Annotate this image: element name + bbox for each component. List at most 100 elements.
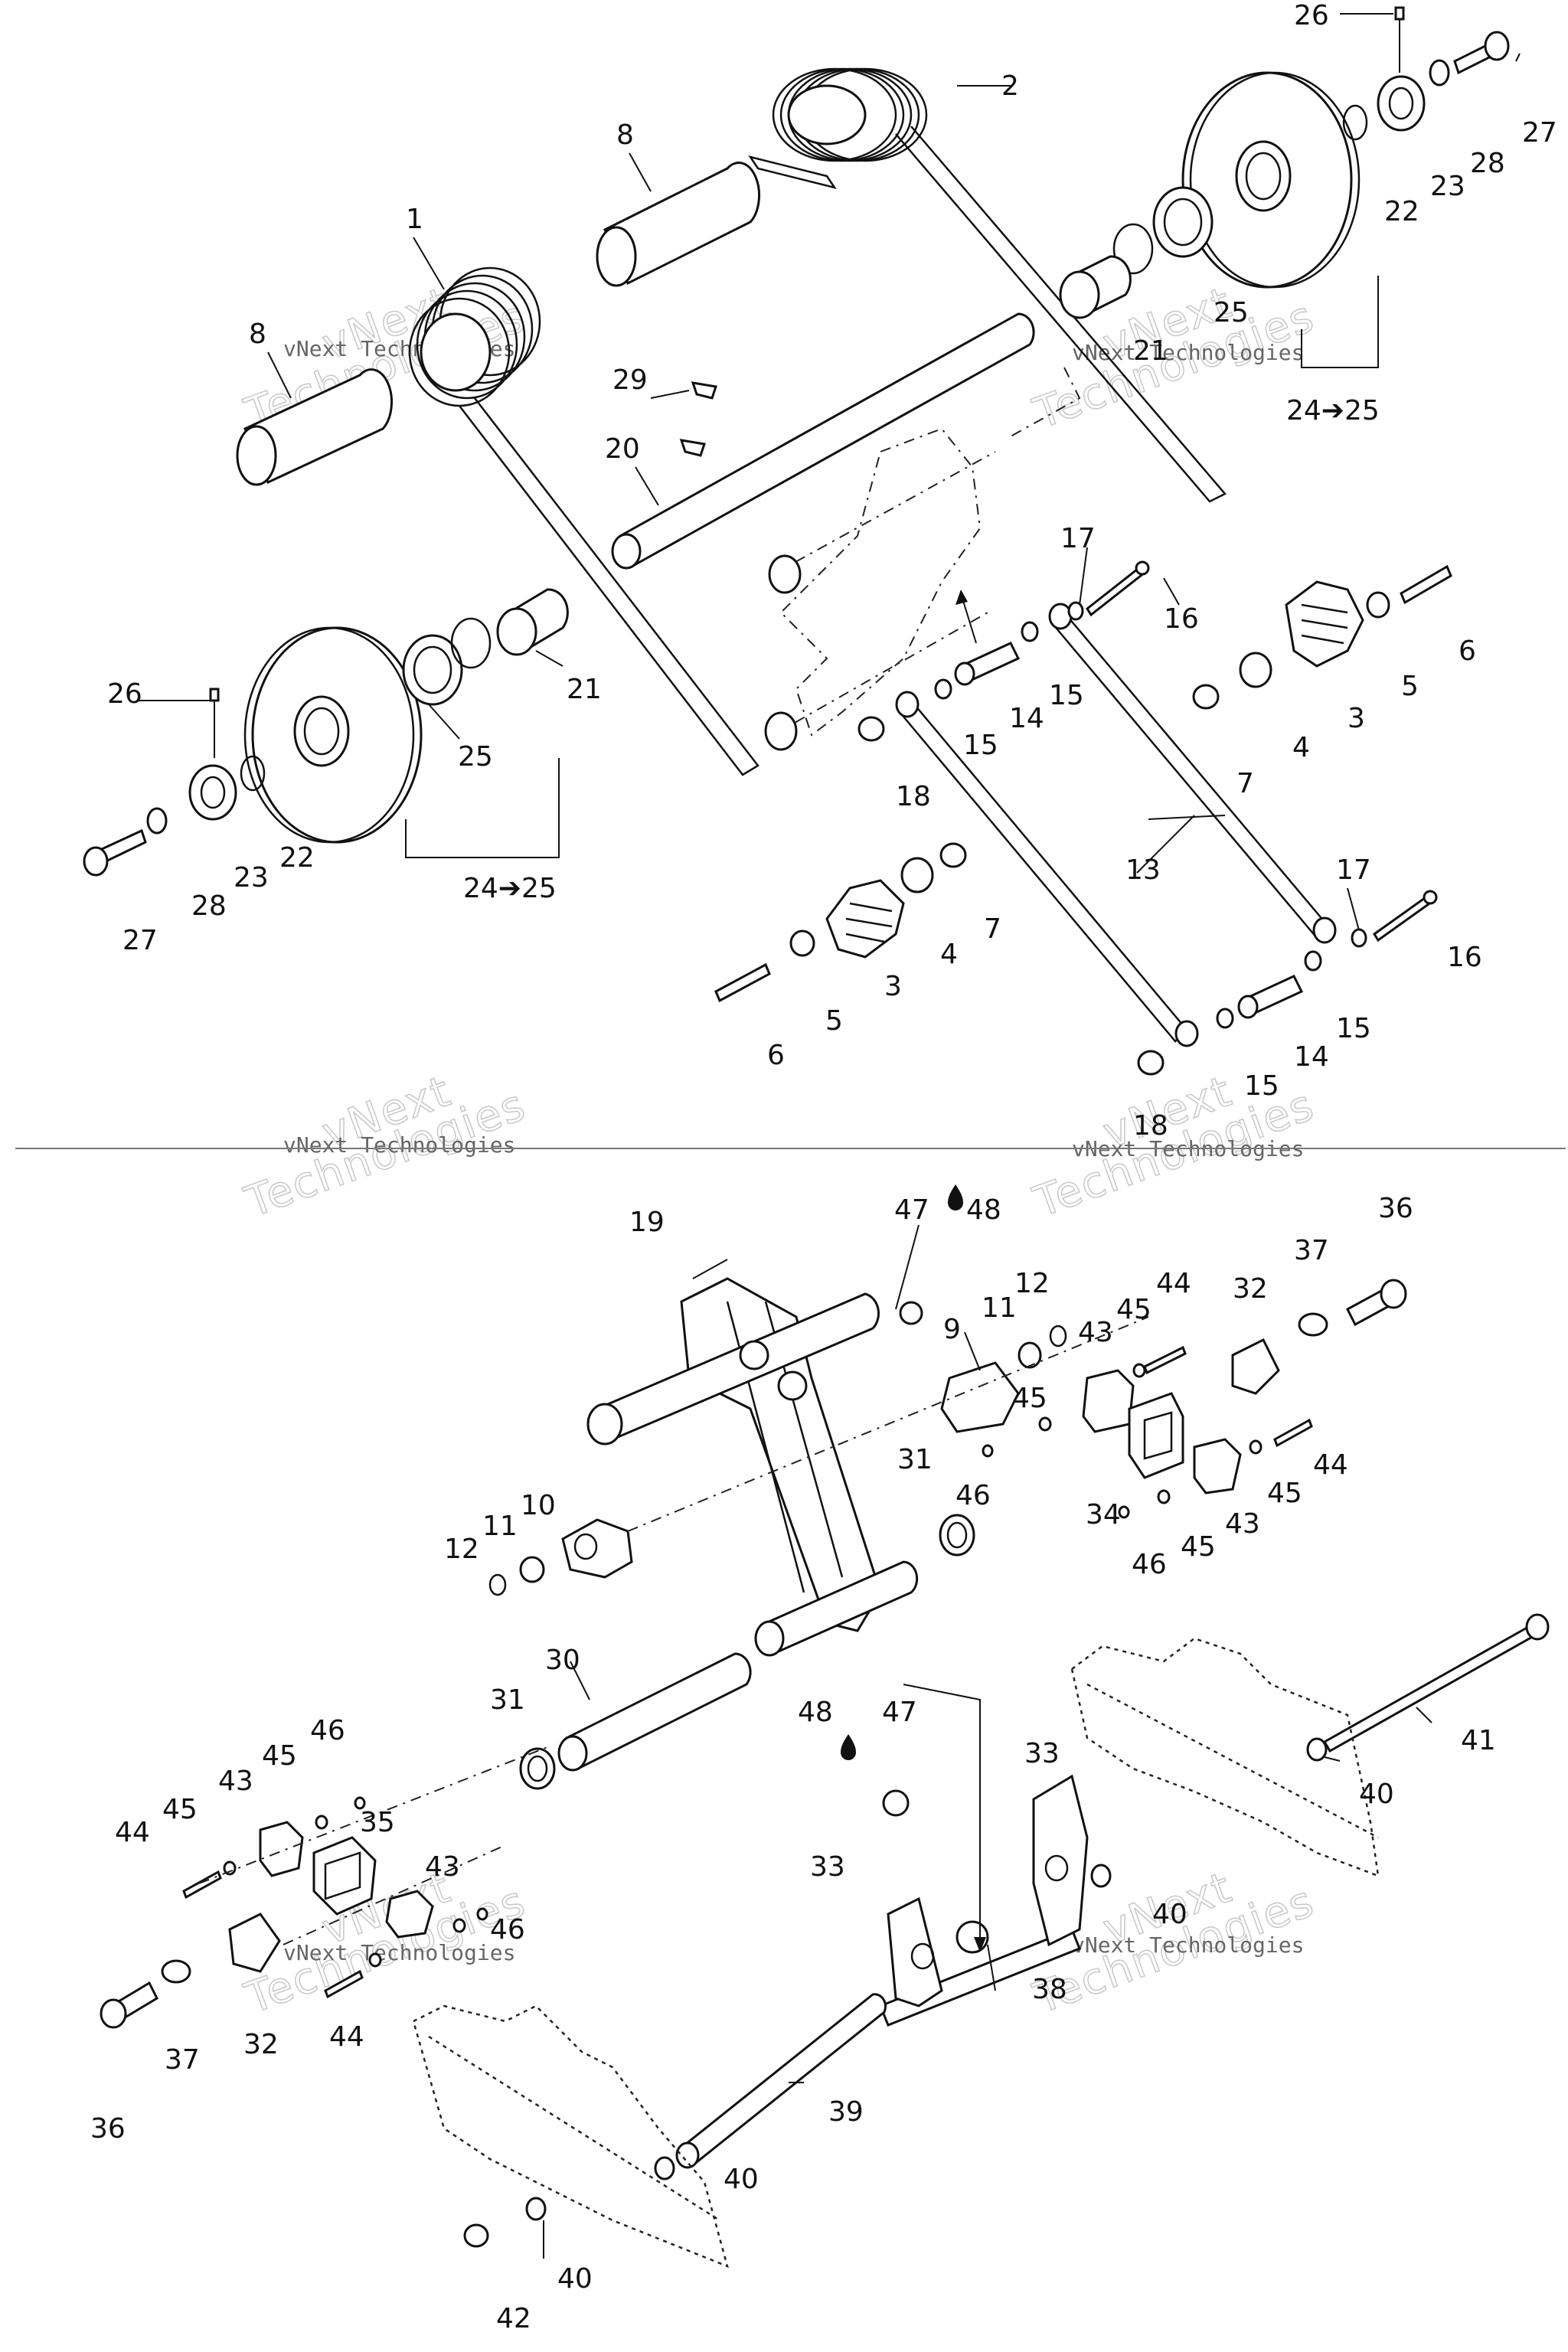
callout-10: 10 bbox=[521, 1490, 556, 1521]
callout-28: 28 bbox=[191, 890, 227, 922]
callout-14: 14 bbox=[1294, 1041, 1329, 1073]
callout-29: 29 bbox=[612, 364, 648, 396]
screw-6-left bbox=[714, 962, 771, 1003]
rear-arm-frame bbox=[764, 367, 1081, 751]
callout-6: 6 bbox=[767, 1040, 785, 1071]
idler-wheel-right bbox=[1181, 71, 1361, 289]
grease-fitting-47-lower bbox=[882, 1789, 910, 1817]
callout-48: 48 bbox=[966, 1194, 1001, 1226]
callout-33: 33 bbox=[810, 1851, 845, 1883]
callout-13: 13 bbox=[1125, 854, 1161, 886]
bolt-27-left bbox=[83, 828, 147, 877]
callout-21: 21 bbox=[567, 674, 602, 705]
screw-29 bbox=[679, 381, 717, 457]
circlip-12-right bbox=[1049, 1325, 1067, 1348]
slider-block-3-right bbox=[1285, 580, 1364, 668]
washer-22-left bbox=[240, 755, 266, 792]
washer-11-left bbox=[519, 1556, 545, 1583]
washer-5-left bbox=[789, 929, 815, 957]
watermarks: vNext Technologies vNext Technologies vN… bbox=[238, 277, 1321, 2024]
long-bolt-41 bbox=[1322, 1613, 1550, 1753]
callout-47: 47 bbox=[882, 1697, 917, 1728]
washer-37-right bbox=[1298, 1312, 1328, 1337]
shaft-39 bbox=[675, 1993, 887, 2169]
callout-11: 11 bbox=[982, 1292, 1017, 1324]
axis-line bbox=[283, 1844, 506, 1945]
watermark-small: vNext Technologies bbox=[283, 1940, 515, 1965]
nut-7-right bbox=[1192, 684, 1220, 710]
sleeve-8-top bbox=[596, 162, 761, 287]
callout-12: 12 bbox=[1014, 1268, 1050, 1299]
callout-46: 46 bbox=[310, 1715, 345, 1746]
callout-11: 11 bbox=[482, 1511, 518, 1542]
circlip-12-left bbox=[488, 1573, 507, 1596]
callout-19: 19 bbox=[629, 1207, 665, 1238]
callout-21: 21 bbox=[1133, 335, 1168, 367]
callout-25: 25 bbox=[1214, 297, 1249, 328]
callout-3: 3 bbox=[884, 971, 902, 1002]
callout-45: 45 bbox=[1012, 1383, 1047, 1414]
callout-47: 47 bbox=[894, 1194, 929, 1226]
callout-18: 18 bbox=[896, 781, 931, 812]
callout-labels: 1 2 8 8 29 20 26 27 28 23 22 25 21 24➔25… bbox=[90, 0, 1557, 2334]
callout-14: 14 bbox=[1009, 703, 1044, 734]
callout-45: 45 bbox=[1116, 1294, 1152, 1325]
spacer-21-left bbox=[496, 588, 569, 656]
callout-15: 15 bbox=[1336, 1013, 1371, 1044]
block-43-upper-right bbox=[1082, 1369, 1135, 1433]
bushing-31-left bbox=[519, 1747, 556, 1790]
arrow-line bbox=[903, 1684, 981, 1945]
callout-6: 6 bbox=[1459, 635, 1476, 667]
nut-7-left bbox=[939, 842, 967, 868]
callout-48: 48 bbox=[798, 1697, 833, 1728]
shaft-20 bbox=[611, 312, 1035, 570]
lower-assembly bbox=[100, 1277, 1550, 2269]
callout-41: 41 bbox=[1461, 1725, 1496, 1756]
bolt-36-left bbox=[100, 1981, 158, 2029]
callout-31: 31 bbox=[897, 1444, 933, 1475]
leader-lines bbox=[138, 13, 1521, 2259]
callout-44: 44 bbox=[1156, 1268, 1191, 1299]
callout-35: 35 bbox=[360, 1807, 395, 1838]
washer-37-left bbox=[161, 1959, 191, 1984]
washer-28-left bbox=[146, 807, 168, 835]
callout-18: 18 bbox=[1133, 1110, 1168, 1142]
setscrew-26-right bbox=[1394, 6, 1405, 73]
washer-28-right bbox=[1429, 59, 1450, 87]
track-rail-right bbox=[1070, 1637, 1380, 1877]
callout-2: 2 bbox=[1001, 70, 1019, 102]
cap-32-left bbox=[228, 1913, 281, 1973]
callout-5: 5 bbox=[1401, 671, 1419, 702]
callout-24-25: 24➔25 bbox=[463, 873, 557, 904]
callout-22: 22 bbox=[279, 842, 315, 874]
circlip-21-right bbox=[1112, 223, 1154, 275]
callout-43: 43 bbox=[1225, 1508, 1260, 1540]
callout-46: 46 bbox=[1132, 1549, 1167, 1580]
callout-38: 38 bbox=[1032, 1974, 1067, 2005]
callout-36: 36 bbox=[1378, 1193, 1413, 1224]
callout-20: 20 bbox=[605, 433, 640, 465]
cap-32-right bbox=[1231, 1338, 1280, 1395]
callout-44: 44 bbox=[1313, 1449, 1348, 1481]
callout-43: 43 bbox=[218, 1766, 253, 1797]
idler-wheel-left bbox=[243, 626, 423, 844]
bushing-31-right bbox=[939, 1514, 975, 1557]
callout-16: 16 bbox=[1164, 603, 1199, 635]
bolt-16-b bbox=[1372, 890, 1438, 942]
callout-27: 27 bbox=[1522, 117, 1557, 149]
track-rail-left bbox=[412, 2004, 729, 2269]
callout-43: 43 bbox=[1078, 1317, 1113, 1348]
callout-45: 45 bbox=[162, 1794, 198, 1825]
washer-5-right bbox=[1366, 591, 1390, 619]
slider-block-3-left bbox=[825, 879, 905, 959]
callout-15: 15 bbox=[1244, 1070, 1279, 1102]
screw-6-right bbox=[1400, 564, 1452, 605]
watermark: vNext Technologies vNext Technologies bbox=[238, 1862, 533, 2024]
lubricant-drop-icon bbox=[948, 1184, 963, 1210]
callout-7: 7 bbox=[1236, 768, 1254, 799]
callout-40: 40 bbox=[1359, 1779, 1394, 1810]
block-43-upper-left bbox=[259, 1821, 304, 1877]
callout-28: 28 bbox=[1470, 148, 1505, 179]
spacer-4-left bbox=[900, 857, 934, 893]
